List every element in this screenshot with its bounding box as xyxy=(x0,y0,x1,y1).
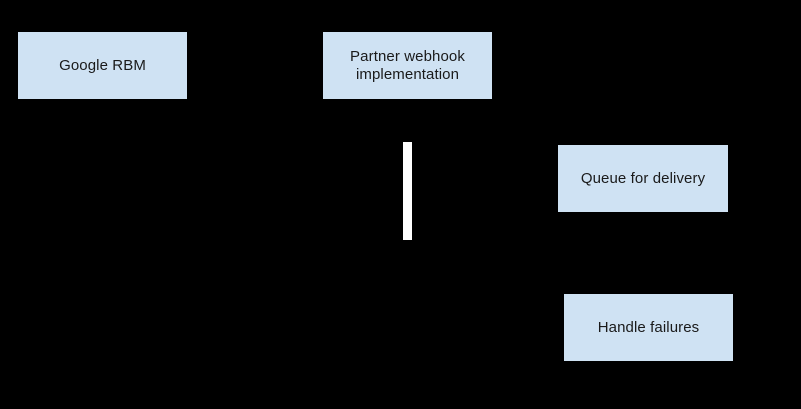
node-partner-webhook-implementation[interactable]: Partner webhook implementation xyxy=(323,32,492,99)
node-google-rbm[interactable]: Google RBM xyxy=(18,32,187,99)
node-handle-failures-label: Handle failures xyxy=(597,318,700,336)
node-queue-for-delivery[interactable]: Queue for delivery xyxy=(558,145,728,212)
node-google-rbm-label: Google RBM xyxy=(59,56,146,74)
node-queue-for-delivery-label: Queue for delivery xyxy=(580,169,706,187)
vertical-connector-line xyxy=(403,142,412,240)
node-handle-failures[interactable]: Handle failures xyxy=(564,294,733,361)
node-partner-webhook-implementation-label: Partner webhook implementation xyxy=(350,47,465,83)
